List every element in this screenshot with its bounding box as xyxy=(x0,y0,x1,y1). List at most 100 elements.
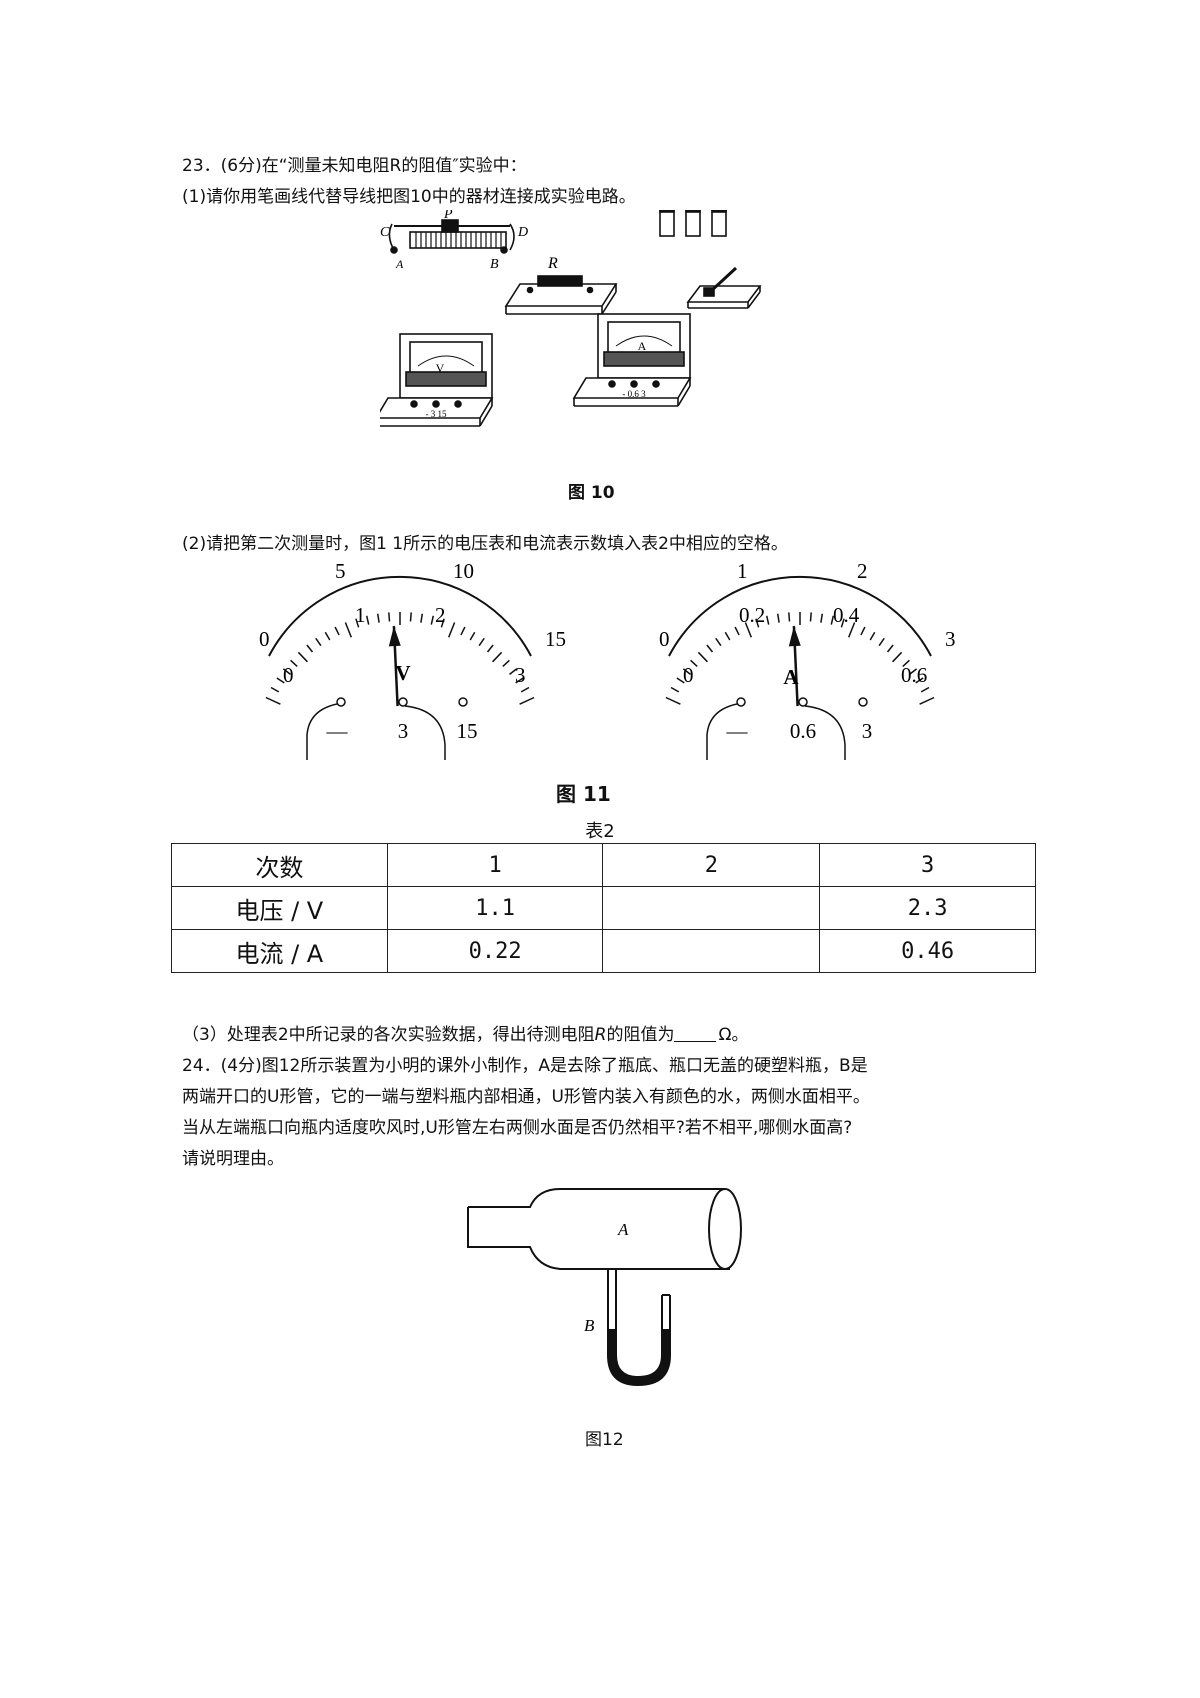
table-cell: 0.22 xyxy=(386,929,604,973)
q24-line-1: 24．(4分)图12所示装置为小明的课外小制作，A是去除了瓶底、瓶口无盖的硬塑料… xyxy=(182,1056,868,1076)
table-header-cell: 3 xyxy=(819,843,1036,887)
ammeter-device xyxy=(572,313,692,407)
figure-10-apparatus: C P D A B R V - 3 15 xyxy=(380,210,762,427)
voltmeter-dial: 0 5 10 15 0 1 2 3 V — 3 15 xyxy=(259,560,566,760)
dial-tick xyxy=(878,637,885,647)
dial-tick xyxy=(690,659,698,667)
dial-tick xyxy=(344,622,352,638)
voltmeter-device-symbol: V xyxy=(436,361,445,375)
battery-cells xyxy=(659,210,727,237)
q24-line-3: 当从左端瓶口向瓶内适度吹风时,U形管左右两侧水面是否仍然相平?若不相平,哪侧水面… xyxy=(182,1118,853,1138)
ammeter-inner-label-0.4: 0.4 xyxy=(833,603,860,627)
u-tube-label-b: B xyxy=(584,1316,595,1335)
dial-tick xyxy=(486,644,494,653)
plastic-bottle xyxy=(467,1188,742,1270)
voltmeter-terminal-neg xyxy=(336,697,346,707)
dial-tick xyxy=(869,631,876,641)
dial-tick xyxy=(492,651,503,663)
q24-line-2: 两端开口的U形管，它的一端与塑料瓶内部相通，U形管内装入有颜色的水，两侧水面相平… xyxy=(182,1087,870,1107)
q24-line-4: 请说明理由。 xyxy=(182,1149,284,1169)
q23-title: 23．(6分)在“测量未知电阻R的阻值″实验中： xyxy=(182,156,527,176)
ammeter-needle-head xyxy=(788,626,801,647)
dial-tick xyxy=(515,677,524,684)
dial-tick xyxy=(376,613,380,623)
switch xyxy=(686,266,762,309)
voltmeter-wire-left xyxy=(306,703,338,760)
table-cell-blank[interactable] xyxy=(602,886,821,930)
dial-tick xyxy=(409,612,412,622)
dial-tick xyxy=(270,686,280,693)
ammeter-outer-label-3: 3 xyxy=(945,627,956,651)
dial-tick xyxy=(860,626,866,636)
ammeter-terminal-neg xyxy=(736,697,746,707)
figure-12-caption: 图12 xyxy=(585,1430,624,1450)
resistor-board xyxy=(504,275,618,315)
ammeter-outer-label-0: 0 xyxy=(659,627,670,651)
voltmeter-outer-label-5: 5 xyxy=(335,560,346,583)
dial-tick xyxy=(830,615,835,625)
dial-tick xyxy=(919,696,935,705)
voltmeter-inner-label-1: 1 xyxy=(355,603,366,627)
dial-tick xyxy=(892,651,903,663)
dial-tick xyxy=(848,622,856,638)
voltmeter-needle-head xyxy=(388,626,401,647)
dial-tick xyxy=(355,618,360,628)
table-header-cell: 1 xyxy=(386,843,604,887)
dial-tick xyxy=(788,612,791,622)
dial-tick xyxy=(886,644,894,653)
ammeter-terminal-label-0.6: 0.6 xyxy=(790,719,816,743)
ammeter-terminal-label-3: 3 xyxy=(862,719,873,743)
voltmeter-dial-arc xyxy=(268,575,532,657)
dial-tick xyxy=(915,677,924,684)
dial-tick xyxy=(440,618,445,628)
ammeter-wire-right xyxy=(804,705,846,760)
voltmeter-inner-label-2: 2 xyxy=(435,603,446,627)
voltmeter-terminal-label-neg: — xyxy=(326,719,349,743)
dial-tick xyxy=(706,644,714,653)
dial-tick xyxy=(334,626,340,636)
dial-tick xyxy=(315,637,322,647)
voltmeter-terminal-label-3: 3 xyxy=(398,719,409,743)
q23-part3-text-mid: 的阻值为 xyxy=(606,1025,675,1045)
dial-tick xyxy=(430,615,435,625)
dial-tick xyxy=(448,622,456,638)
dial-tick xyxy=(676,677,685,684)
table-2: 次数 1 2 3 电压 / V 1.1 2.3 电流 / A 0.22 0.46 xyxy=(171,843,1036,973)
table-cell-blank[interactable] xyxy=(602,929,821,973)
voltmeter-device xyxy=(380,333,494,427)
ammeter-outer-label-1: 1 xyxy=(737,560,748,583)
q23-part3-variable: R xyxy=(594,1025,607,1045)
dial-tick xyxy=(520,686,530,693)
dial-tick xyxy=(682,668,691,675)
ammeter-device-symbol: A xyxy=(638,339,647,353)
ammeter-inner-label-0: 0 xyxy=(683,663,694,687)
dial-tick xyxy=(290,659,298,667)
dial-tick xyxy=(820,613,824,623)
ammeter-inner-label-0.6: 0.6 xyxy=(901,663,927,687)
table-row-current: 电流 / A 0.22 0.46 xyxy=(171,929,1036,973)
dial-tick xyxy=(902,659,910,667)
dial-tick xyxy=(265,696,281,705)
u-tube xyxy=(607,1269,671,1387)
dial-tick xyxy=(519,696,535,705)
dial-tick xyxy=(297,651,308,663)
ammeter-dial: 0 1 2 3 0 0.2 0.4 0.6 A — 0.6 3 xyxy=(659,560,956,760)
figure-12-apparatus: A B xyxy=(467,1188,742,1387)
resistor-label: R xyxy=(547,255,558,272)
rheostat-label-d: D xyxy=(517,225,528,240)
ammeter-outer-label-2: 2 xyxy=(857,560,868,583)
dial-tick xyxy=(744,622,752,638)
table-cell: 电压 / V xyxy=(171,886,388,930)
answer-blank[interactable] xyxy=(674,1023,717,1042)
dial-tick xyxy=(809,612,812,622)
dial-tick xyxy=(697,651,708,663)
ammeter-dial-arc xyxy=(668,575,932,657)
ammeter-wire-left xyxy=(706,703,738,760)
dial-tick xyxy=(420,613,424,623)
ammeter-inner-label-0.2: 0.2 xyxy=(739,603,765,627)
dial-tick xyxy=(920,686,930,693)
figure-11-caption: 图 11 xyxy=(556,782,611,806)
voltmeter-inner-label-0: 0 xyxy=(283,663,294,687)
dial-tick xyxy=(715,637,722,647)
